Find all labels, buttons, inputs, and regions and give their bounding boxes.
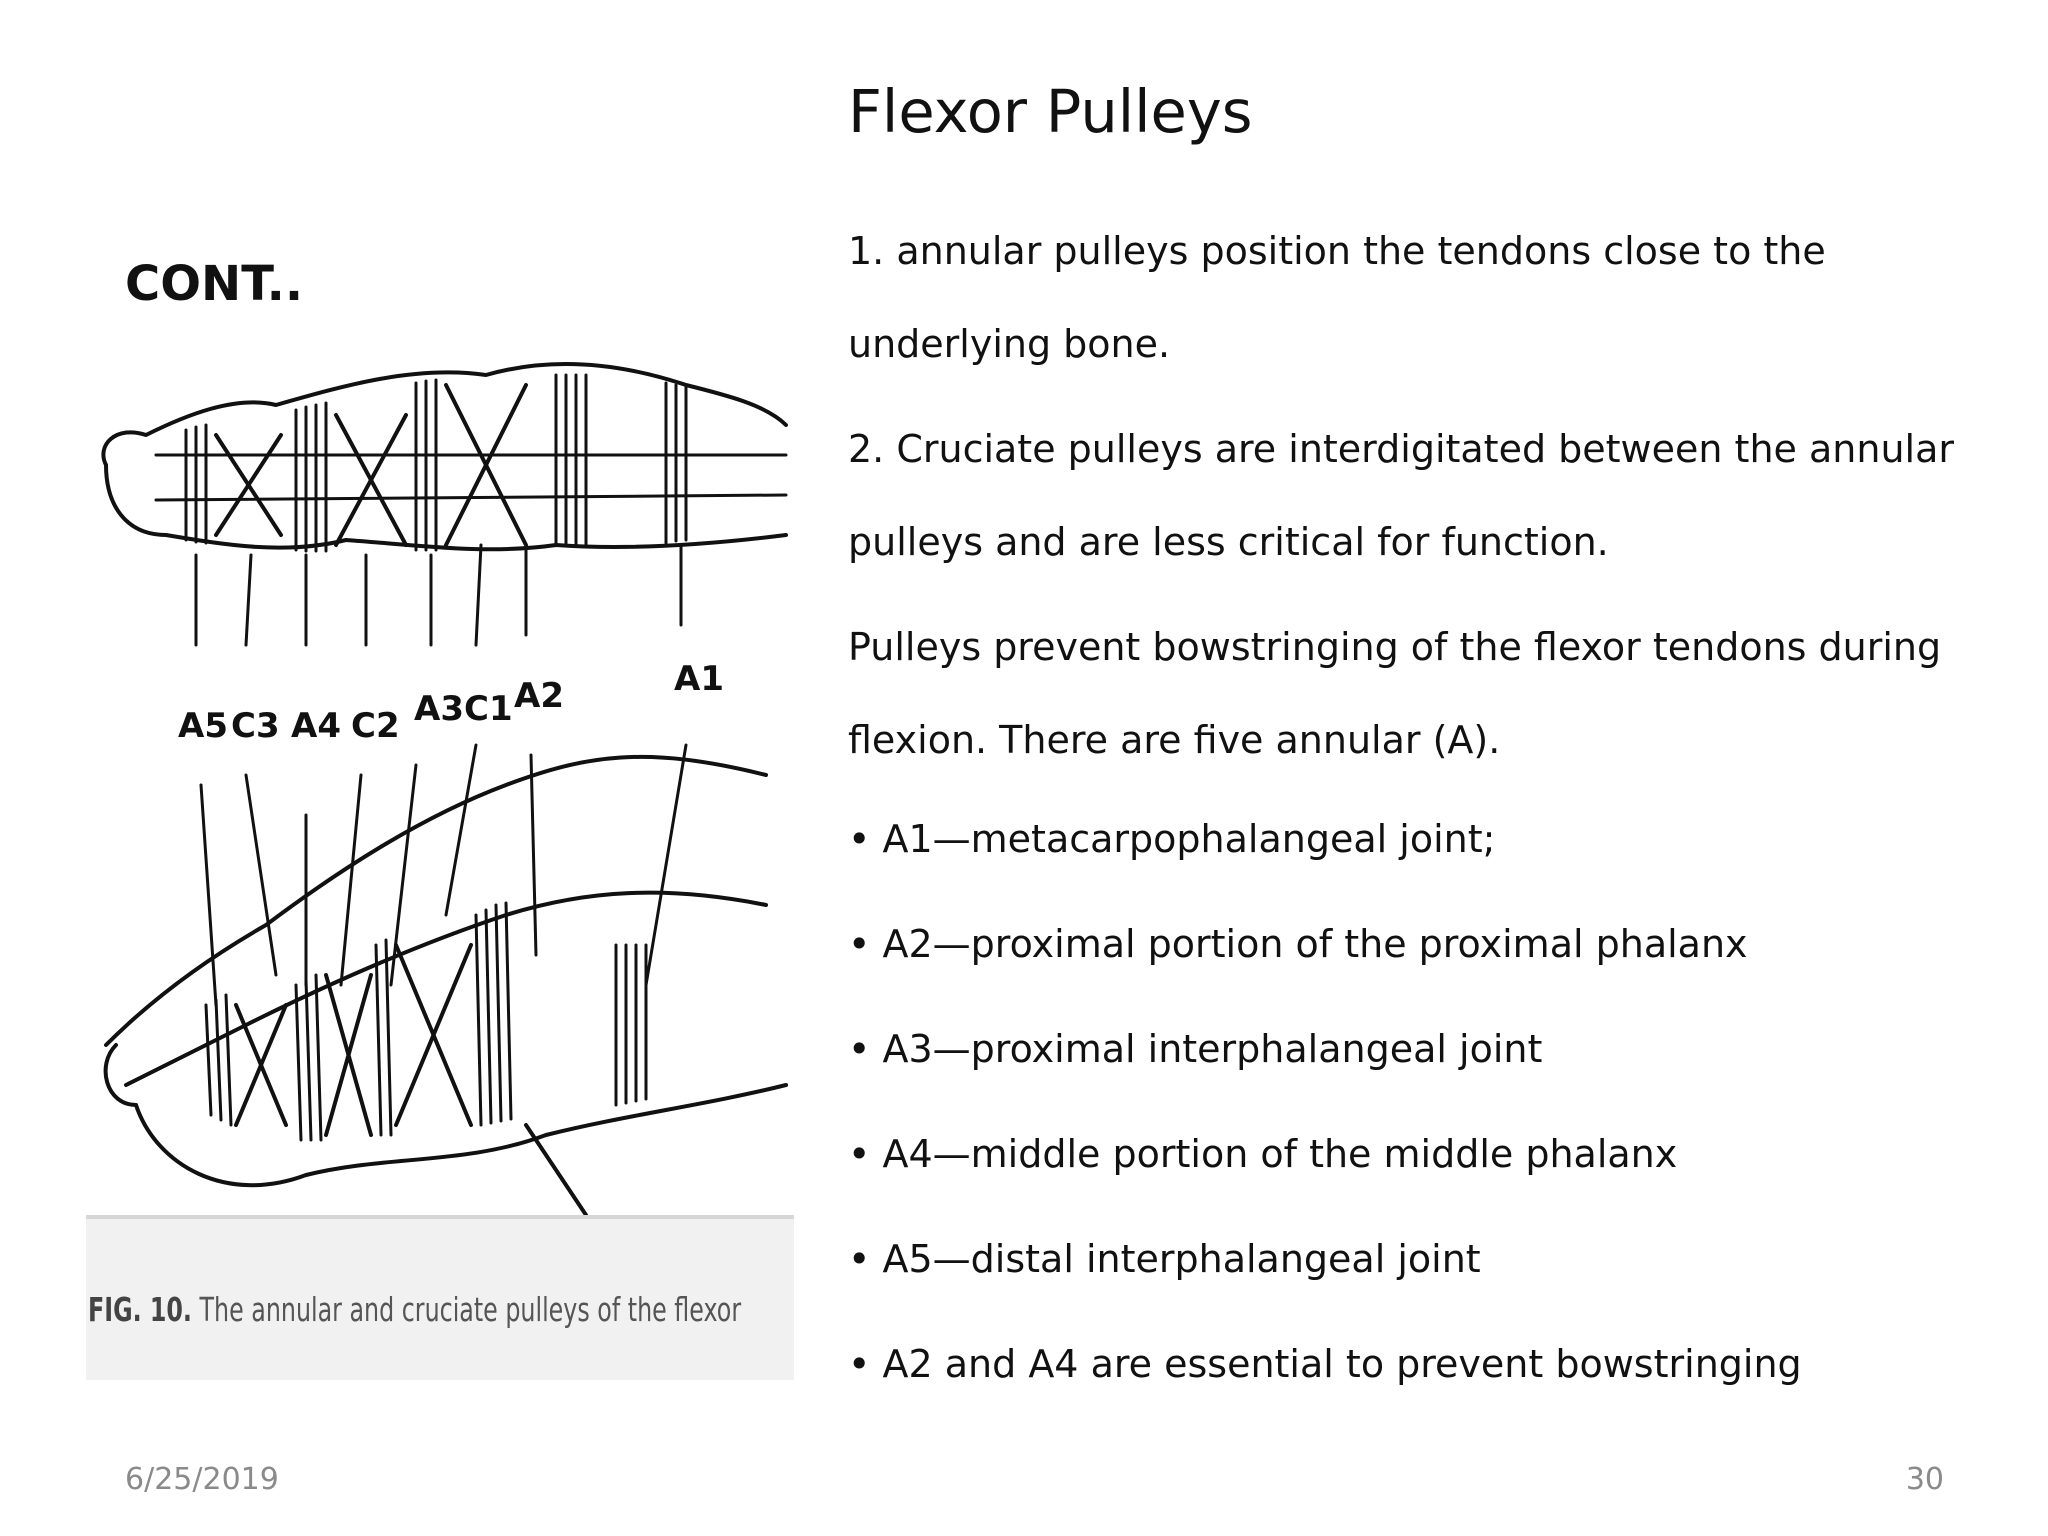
label-a2: A2 bbox=[514, 676, 564, 716]
bullet-item: • A2 and A4 are essential to prevent bow… bbox=[848, 1342, 1802, 1386]
label-a1: A1 bbox=[674, 659, 724, 699]
paragraph-line-1: 1. annular pulleys position the tendons … bbox=[848, 229, 1826, 273]
slide-body: 1. annular pulleys position the tendons … bbox=[848, 205, 1998, 1417]
paragraph-line-5: Pulleys prevent bowstringing of the flex… bbox=[848, 625, 1942, 669]
paragraph-line-4: pulleys and are less critical for functi… bbox=[848, 520, 1609, 564]
bullet-item: • A3—proximal interphalangeal joint bbox=[848, 1027, 1543, 1071]
paragraph-line-2: underlying bone. bbox=[848, 322, 1171, 366]
figure-caption-number: FIG. 10. bbox=[88, 1290, 192, 1329]
caption-band bbox=[86, 1215, 794, 1380]
bullet-item: • A2—proximal portion of the proximal ph… bbox=[848, 922, 1748, 966]
label-c1: C1 bbox=[464, 689, 513, 729]
finger-illustration: A5 C3 A4 C2 A3 C1 A2 A1 bbox=[101, 362, 788, 1215]
bullet-item: • A4—middle portion of the middle phalan… bbox=[848, 1132, 1678, 1176]
figure-caption-text: The annular and cruciate pulleys of the … bbox=[191, 1290, 742, 1329]
page-number: 30 bbox=[1905, 1462, 1944, 1497]
label-a3: A3 bbox=[414, 689, 464, 729]
slide-title: Flexor Pulleys bbox=[848, 77, 1253, 146]
label-c2: C2 bbox=[351, 706, 400, 746]
figure-caption: FIG. 10. The annular and cruciate pulley… bbox=[88, 1290, 794, 1329]
footer-date: 6/25/2019 bbox=[125, 1462, 279, 1497]
label-c3: C3 bbox=[231, 706, 280, 746]
label-a4: A4 bbox=[291, 706, 341, 746]
bullet-item: • A1—metacarpophalangeal joint; bbox=[848, 817, 1496, 861]
pulley-figure: A5 C3 A4 C2 A3 C1 A2 A1 bbox=[86, 345, 794, 1380]
paragraph-line-6: flexion. There are five annular (A). bbox=[848, 718, 1501, 762]
label-a5: A5 bbox=[178, 706, 228, 746]
bullet-item: • A5—distal interphalangeal joint bbox=[848, 1237, 1481, 1281]
paragraph-line-3: 2. Cruciate pulleys are interdigitated b… bbox=[848, 427, 1955, 471]
slide-subtitle: CONT.. bbox=[125, 256, 304, 312]
